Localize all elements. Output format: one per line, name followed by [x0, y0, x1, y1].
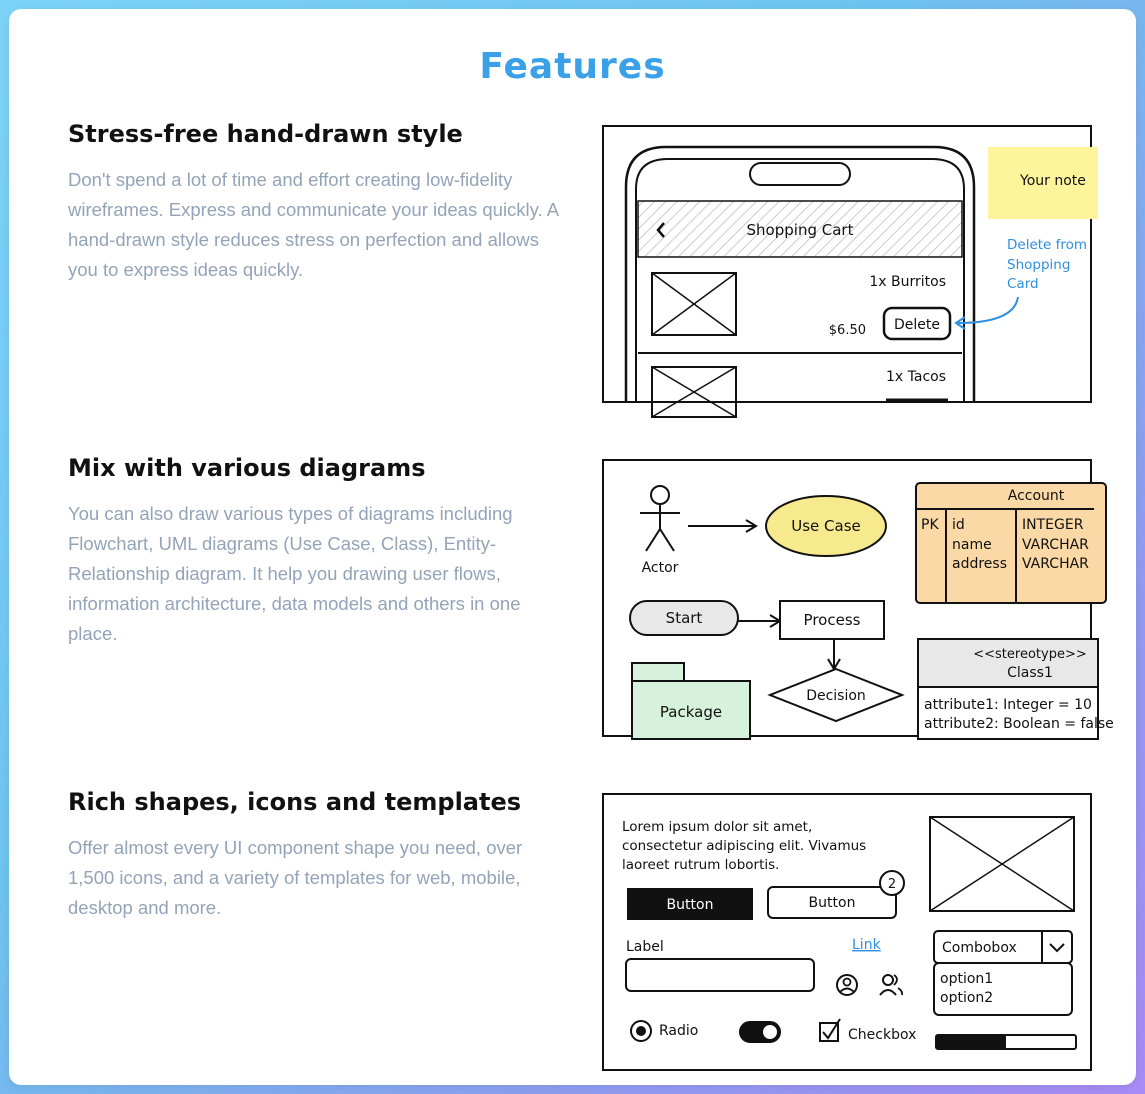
sticky-note [988, 147, 1098, 219]
text-input[interactable] [625, 958, 815, 992]
flow-process-label: Process [804, 611, 861, 629]
progress-bar-fill [936, 1035, 1006, 1049]
delete-button-label: Delete [894, 317, 940, 333]
annotation-line1: Delete from [1007, 237, 1087, 253]
actor-figure [640, 485, 680, 552]
mockup-ui-components: Lorem ipsum dolor sit amet, consectetur … [602, 793, 1092, 1071]
annotation-line2: Shopping [1007, 257, 1070, 273]
annotation-line3: Card [1007, 276, 1039, 292]
package-body [631, 680, 751, 740]
class-name: Class1 [1007, 665, 1053, 681]
entity-type-2: VARCHAR [1022, 537, 1089, 553]
actor-label: Actor [642, 560, 679, 576]
radio-label: Radio [659, 1023, 698, 1039]
item1-image-placeholder [651, 272, 737, 336]
field-label: Label [626, 939, 664, 955]
package-label: Package [660, 703, 722, 721]
image-placeholder [929, 816, 1075, 912]
options-list[interactable] [933, 962, 1073, 1016]
secondary-button-label: Button [809, 895, 856, 911]
delete-button[interactable] [882, 306, 952, 341]
chevron-down-icon[interactable] [1049, 943, 1065, 953]
use-case-label: Use Case [791, 517, 861, 535]
primary-button[interactable] [627, 888, 753, 920]
class-attr-1: attribute1: Integer = 10 [924, 697, 1092, 713]
secondary-button[interactable] [767, 886, 897, 919]
option-2[interactable]: option2 [940, 990, 993, 1006]
entity-pk: PK [921, 517, 939, 533]
cart-title: Shopping Cart [747, 221, 854, 239]
entity-field-3: address [952, 556, 1007, 572]
link[interactable]: Link [852, 937, 882, 953]
feature-desc-hand-drawn: Don't spend a lot of time and effort cre… [68, 169, 559, 280]
entity-title: Account [1008, 488, 1065, 504]
users-icon [879, 974, 904, 996]
badge-count: 2 [888, 877, 896, 892]
item1-price: $6.50 [829, 323, 866, 338]
sticky-note-text: Your note [1019, 173, 1086, 189]
combobox-value: Combobox [942, 940, 1017, 956]
back-chevron-icon[interactable] [656, 222, 665, 238]
page-title: Features [479, 46, 666, 88]
phone-outline [624, 145, 976, 401]
entity-type-3: VARCHAR [1022, 556, 1089, 572]
item1-name: 1x Burritos [869, 274, 946, 290]
lorem-line-2: consectetur adipiscing elit. Vivamus [622, 838, 866, 854]
entity-field-2: name [952, 537, 992, 553]
flow-start-label: Start [666, 609, 703, 627]
use-case-ellipse [765, 495, 887, 557]
flow-process [779, 600, 885, 640]
item2-image-placeholder [651, 366, 737, 418]
entity-field-1: id [952, 517, 965, 533]
mockup-diagrams: Actor Use Case Account PK id name addres… [602, 459, 1114, 740]
checkmark-icon [822, 1018, 841, 1040]
feature-title-shapes: Rich shapes, icons and templates [68, 788, 522, 816]
feature-title-diagrams: Mix with various diagrams [68, 454, 426, 482]
annotation-arrow [957, 296, 1019, 324]
entity-type-1: INTEGER [1022, 517, 1084, 533]
package-tab [631, 662, 685, 682]
flow-decision-label: Decision [806, 688, 866, 704]
lorem-line-3: laoreet rutrum lobortis. [622, 857, 779, 873]
mockup-shopping-cart: Shopping Cart 1x Burritos $6.50 Delete 1… [602, 125, 1098, 418]
flow-start [629, 600, 739, 636]
cart-header [637, 200, 963, 258]
feature-desc-diagrams: You can also draw various types of diagr… [68, 503, 521, 644]
badge [879, 870, 905, 896]
checkbox-label: Checkbox [848, 1027, 916, 1043]
phone-speaker [749, 162, 851, 186]
entity-account [915, 482, 1107, 604]
lorem-line-1: Lorem ipsum dolor sit amet, [622, 819, 812, 835]
item2-name: 1x Tacos [886, 369, 946, 385]
feature-title-hand-drawn: Stress-free hand-drawn style [68, 120, 463, 148]
option-1[interactable]: option1 [940, 971, 993, 987]
primary-button-label: Button [667, 897, 714, 913]
phone-inner-outline [635, 158, 965, 401]
user-circle-icon [836, 974, 858, 996]
class-stereotype: <<stereotype>> [973, 647, 1087, 662]
feature-desc-shapes: Offer almost every UI component shape yo… [68, 837, 523, 918]
class-attr-2: attribute2: Boolean = false [924, 716, 1114, 732]
flow-decision [767, 667, 905, 723]
